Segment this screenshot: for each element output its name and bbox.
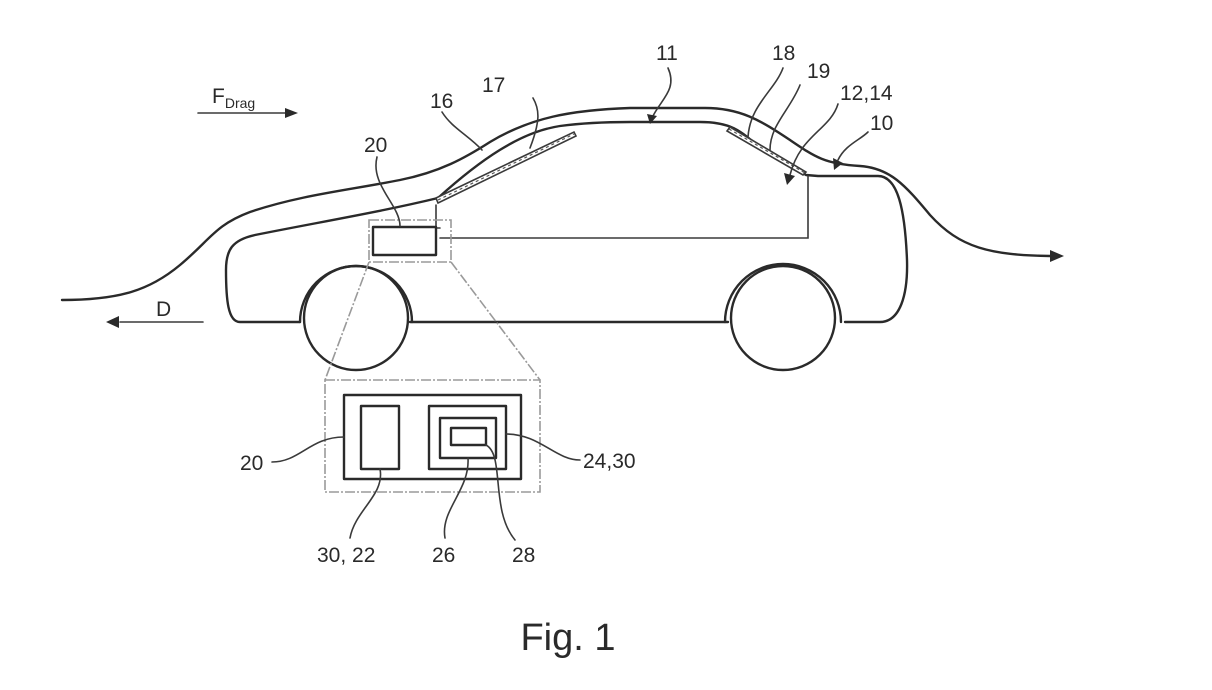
front-wheel xyxy=(302,264,410,372)
detail-left-component xyxy=(359,404,401,471)
leader-18 xyxy=(747,67,784,138)
zoom-line-left xyxy=(324,261,370,381)
leader-1214 xyxy=(789,103,839,176)
leader-detail-20 xyxy=(271,436,345,463)
ref-20: 20 xyxy=(364,134,387,157)
detail-ref-20: 20 xyxy=(240,452,263,475)
ref-18: 18 xyxy=(772,42,795,65)
detail-unit-box xyxy=(342,393,523,481)
leader-20 xyxy=(375,156,401,227)
direction-label: D xyxy=(156,298,171,321)
figure-caption: Fig. 1 xyxy=(520,617,615,659)
drag-force-arrowhead xyxy=(285,108,298,118)
cabin-outline xyxy=(439,175,809,239)
front-wheel-arch xyxy=(298,264,414,324)
rear-panel xyxy=(725,125,808,177)
detail-ref-26: 26 xyxy=(432,544,455,567)
detail-ref-30-22: 30, 22 xyxy=(317,544,375,567)
ref-10: 10 xyxy=(870,112,893,135)
leader-detail-28 xyxy=(485,444,516,541)
leader-19 xyxy=(769,84,801,151)
leader-16 xyxy=(441,111,483,151)
detail-ref-24-30: 24,30 xyxy=(583,450,636,473)
detail-frame-small xyxy=(368,219,452,263)
front-panel xyxy=(434,130,578,205)
leader-detail-3022 xyxy=(349,468,382,539)
leader-11 xyxy=(651,67,672,119)
ref-17: 17 xyxy=(482,74,505,97)
rear-wheel xyxy=(729,264,837,372)
ref-16: 16 xyxy=(430,90,453,113)
zoom-line-right xyxy=(450,261,541,381)
leader-17 xyxy=(529,97,539,149)
arrow-1214 xyxy=(784,173,795,185)
ref-11: 11 xyxy=(656,42,678,65)
detail-innermost-component xyxy=(449,426,488,447)
drag-force-label: FDrag xyxy=(212,85,255,111)
control-unit-box xyxy=(371,225,438,257)
detail-ref-28: 28 xyxy=(512,544,535,567)
airflow-arrowhead xyxy=(1050,250,1064,262)
detail-frame-large xyxy=(324,379,541,493)
arrow-10 xyxy=(833,158,843,170)
leader-detail-2430 xyxy=(505,433,581,461)
arrow-11 xyxy=(647,114,657,124)
ref-19: 19 xyxy=(807,60,830,83)
car-body xyxy=(224,120,909,324)
wire-link xyxy=(435,204,441,229)
ref-12-14: 12,14 xyxy=(840,82,893,105)
rear-wheel-arch xyxy=(723,262,843,324)
leader-detail-26 xyxy=(443,457,469,539)
detail-inner-component xyxy=(438,416,498,460)
leader-10 xyxy=(837,131,869,161)
direction-arrowhead xyxy=(106,316,119,328)
